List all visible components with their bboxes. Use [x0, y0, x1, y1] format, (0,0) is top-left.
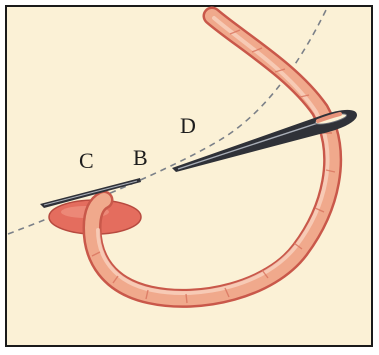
label-c: C: [79, 148, 94, 173]
label-b: B: [133, 145, 148, 170]
label-d: D: [180, 113, 196, 138]
